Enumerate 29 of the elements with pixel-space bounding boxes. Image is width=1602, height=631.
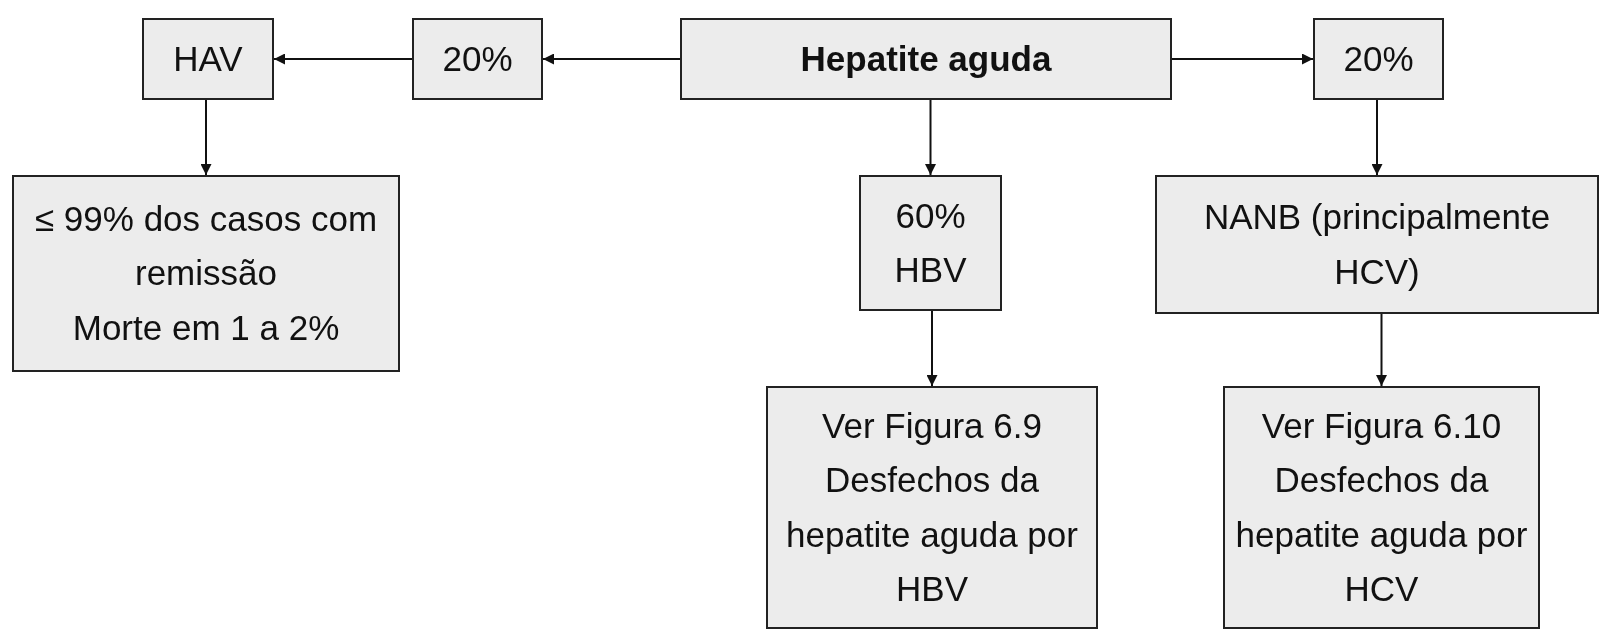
- process-box: [142, 18, 274, 100]
- arrow: [200, 99, 212, 176]
- arrow: [1376, 313, 1387, 387]
- process-box: [859, 175, 1002, 311]
- arrow: [1171, 53, 1314, 65]
- box-text: Ver Figura 6.10: [1261, 405, 1502, 447]
- box-text: Desfechos da hepatite aguda por HCV: [1234, 459, 1529, 610]
- process-box: [412, 18, 543, 100]
- process-box: [1155, 175, 1599, 314]
- box-text: ≤ 99% dos casos com remissão: [33, 198, 379, 295]
- arrow: [542, 53, 681, 65]
- arrow: [926, 310, 938, 387]
- arrow: [1371, 99, 1383, 176]
- process-box: [1223, 386, 1540, 629]
- box-text: Hepatite aguda: [800, 37, 1052, 80]
- arrow: [273, 53, 413, 65]
- box-text: NANB (principalmente HCV): [1202, 196, 1552, 293]
- box-text: Morte em 1 a 2%: [72, 306, 340, 349]
- box-text: 20%: [442, 37, 513, 80]
- box-text: Desfechos da hepatite aguda por HBV: [785, 459, 1079, 610]
- box-text: HAV: [173, 37, 243, 80]
- arrow: [925, 99, 936, 176]
- box-text: 20%: [1343, 37, 1414, 80]
- box-text: 60% HBV: [893, 194, 968, 291]
- process-box: [12, 175, 400, 372]
- process-box: [1313, 18, 1444, 100]
- box-text: Ver Figura 6.9: [822, 405, 1042, 447]
- process-box: [766, 386, 1098, 629]
- process-box: [680, 18, 1172, 100]
